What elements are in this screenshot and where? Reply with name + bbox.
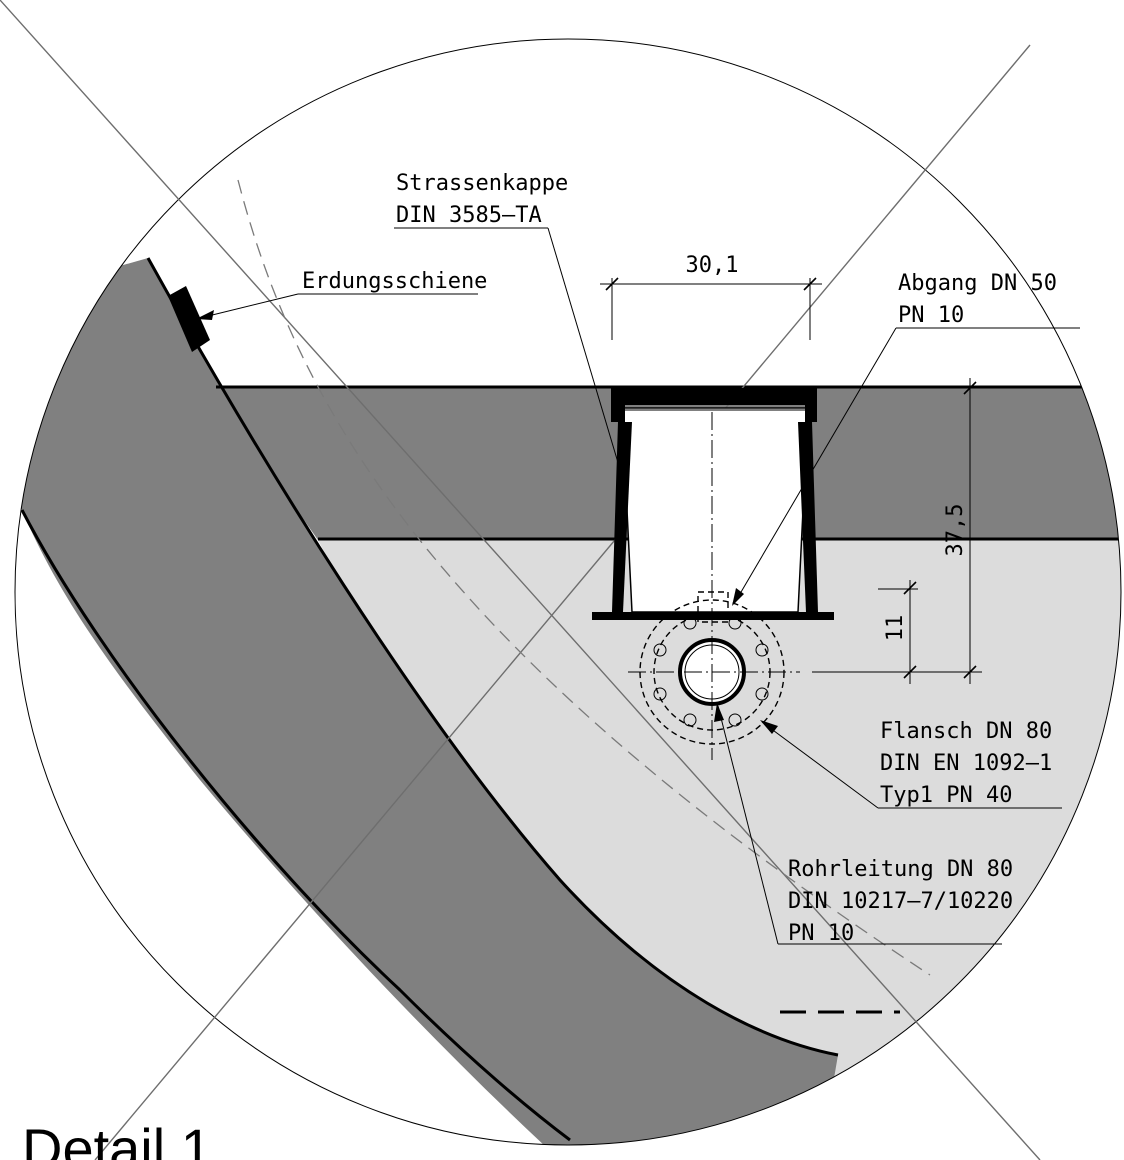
dashed-arc bbox=[237, 179, 931, 976]
callout-flansch bbox=[760, 720, 1062, 809]
strassenkappe-label-1: Strassenkappe bbox=[396, 171, 568, 196]
detail-circle bbox=[14, 38, 1122, 1146]
dim-height-total bbox=[812, 378, 982, 684]
detail-title: Detail 1 bbox=[22, 1117, 212, 1160]
tank-wall-band bbox=[15, 258, 838, 1145]
abgang-label-2: PN 10 bbox=[898, 303, 964, 328]
callout-rohr bbox=[714, 703, 1002, 945]
diagonal-guide-1 bbox=[0, 0, 1041, 1160]
callout-strassenkappe bbox=[394, 227, 623, 477]
grounding-rail bbox=[168, 286, 210, 352]
erdung-label: Erdungsschiene bbox=[302, 269, 487, 294]
flansch-label-3: Typ1 PN 40 bbox=[880, 783, 1012, 808]
rohr-label-3: PN 10 bbox=[788, 921, 854, 946]
flansch-label-1: Flansch DN 80 bbox=[880, 719, 1052, 744]
dim-width bbox=[600, 277, 822, 340]
callout-abgang bbox=[732, 327, 1080, 606]
callout-erdung bbox=[196, 293, 478, 320]
strassenkappe-label-2: DIN 3585–TA bbox=[396, 203, 542, 228]
dim-height-total-value: 37,5 bbox=[943, 504, 968, 557]
abgang-label-1: Abgang DN 50 bbox=[898, 271, 1057, 296]
dim-width-value: 30,1 bbox=[686, 253, 739, 278]
flansch-label-2: DIN EN 1092–1 bbox=[880, 751, 1052, 776]
diagonal-guide-2 bbox=[94, 44, 1031, 1160]
street-cap bbox=[592, 388, 834, 620]
backfill-region bbox=[318, 540, 1121, 1145]
dim-height-small bbox=[878, 580, 918, 684]
rohr-label-1: Rohrleitung DN 80 bbox=[788, 857, 1013, 882]
section-fills bbox=[15, 257, 1121, 1145]
rohr-label-2: DIN 10217–7/10220 bbox=[788, 889, 1013, 914]
tank-wall-inner-edge bbox=[146, 257, 839, 1057]
tank-wall-outer-edge bbox=[20, 509, 571, 1142]
dim-height-small-value: 11 bbox=[883, 615, 908, 642]
